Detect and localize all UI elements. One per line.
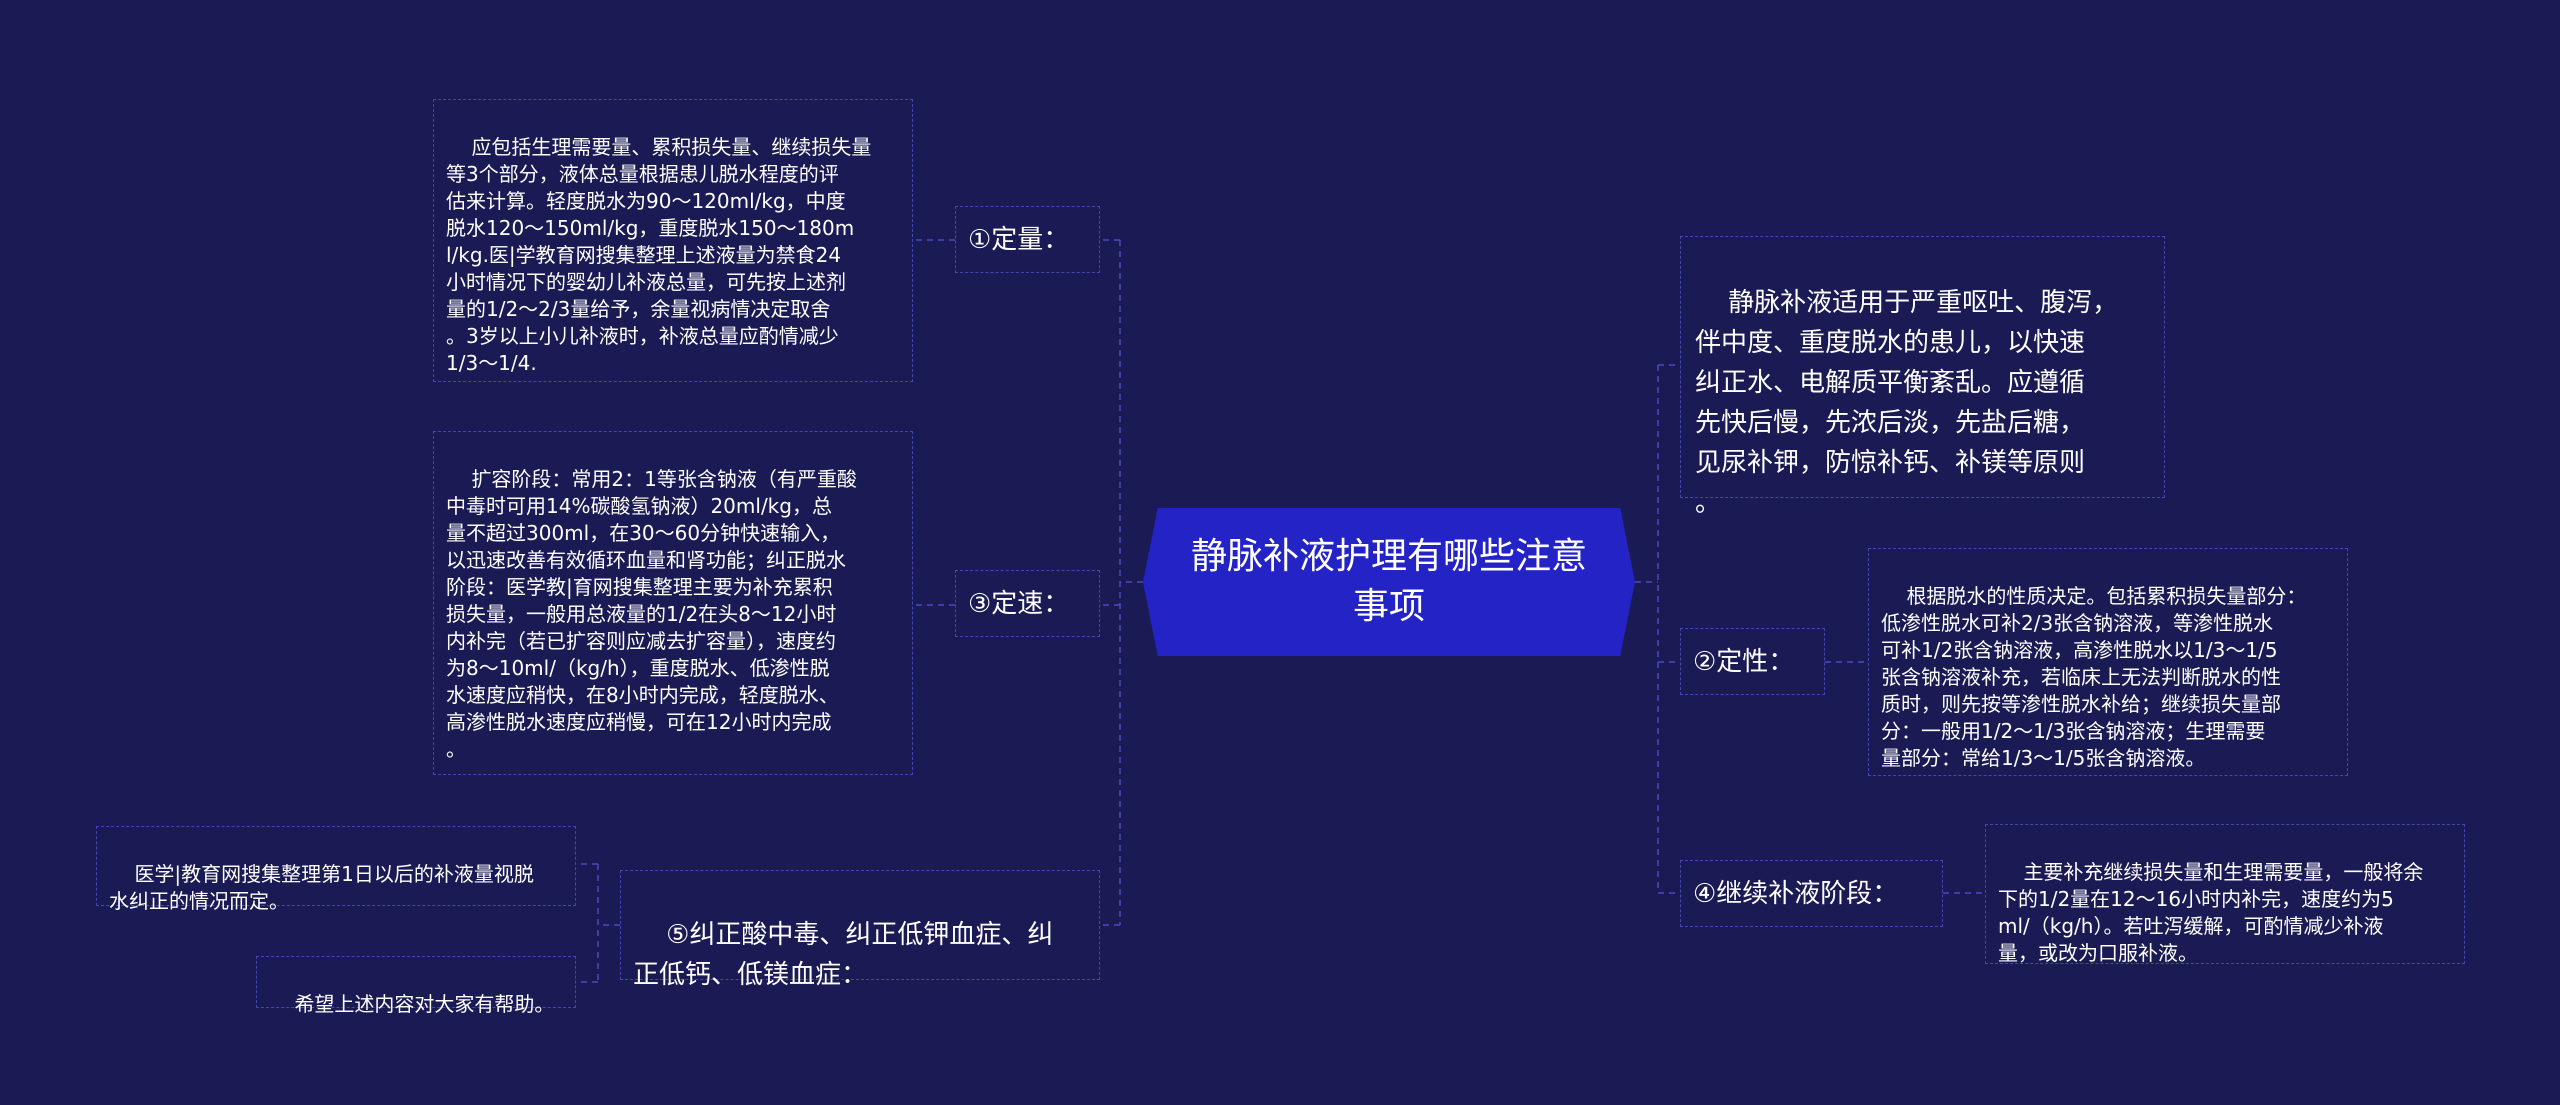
topic-dingliang[interactable]: ①定量： xyxy=(955,206,1100,273)
jixu-detail[interactable]: 主要补充继续损失量和生理需要量，一般将余 下的1/2量在12～16小时内补完，速… xyxy=(1985,824,2465,965)
topic-dingsu-label: ③定速： xyxy=(968,588,1070,619)
topic-dingxing-label: ②定性： xyxy=(1693,646,1795,677)
dingxing-detail-text: 根据脱水的性质决定。包括累积损失量部分： 低渗性脱水可补2/3张含钠溶液，等渗性… xyxy=(1881,584,2307,770)
dingxing-detail[interactable]: 根据脱水的性质决定。包括累积损失量部分： 低渗性脱水可补2/3张含钠溶液，等渗性… xyxy=(1868,548,2348,776)
dingliang-detail-text: 应包括生理需要量、累积损失量、继续损失量 等3个部分，液体总量根据患儿脱水程度的… xyxy=(446,135,872,375)
jixu-detail-text: 主要补充继续损失量和生理需要量，一般将余 下的1/2量在12～16小时内补完，速… xyxy=(1998,860,2424,965)
topic-jiuzheng-label: ⑤纠正酸中毒、纠正低钾血症、纠 正低钙、低镁血症： xyxy=(633,920,1054,990)
dingsu-detail[interactable]: 扩容阶段：常用2：1等张含钠液（有严重酸 中毒时可用14%碳酸氢钠液）20ml/… xyxy=(433,431,913,775)
jiuzheng-detail-2[interactable]: 希望上述内容对大家有帮助。 xyxy=(256,956,576,1016)
jiuzheng-detail-2-text: 希望上述内容对大家有帮助。 xyxy=(294,992,555,1016)
topic-dingsu[interactable]: ③定速： xyxy=(955,570,1100,637)
topic-jiuzheng[interactable]: ⑤纠正酸中毒、纠正低钾血症、纠 正低钙、低镁血症： xyxy=(620,870,1100,990)
topic-jixu-label: ④继续补液阶段： xyxy=(1693,878,1899,909)
topic-dingliang-label: ①定量： xyxy=(968,224,1070,255)
intro-summary-text: 静脉补液适用于严重呕吐、腹泻， 伴中度、重度脱水的患儿，以快速 纠正水、电解质平… xyxy=(1695,288,2119,518)
intro-summary[interactable]: 静脉补液适用于严重呕吐、腹泻， 伴中度、重度脱水的患儿，以快速 纠正水、电解质平… xyxy=(1680,236,2165,518)
dingliang-detail[interactable]: 应包括生理需要量、累积损失量、继续损失量 等3个部分，液体总量根据患儿脱水程度的… xyxy=(433,99,913,382)
jiuzheng-detail-1[interactable]: 医学|教育网搜集整理第1日以后的补液量视脱 水纠正的情况而定。 xyxy=(96,826,576,913)
dingsu-detail-text: 扩容阶段：常用2：1等张含钠液（有严重酸 中毒时可用14%碳酸氢钠液）20ml/… xyxy=(446,467,857,761)
jiuzheng-detail-1-text: 医学|教育网搜集整理第1日以后的补液量视脱 水纠正的情况而定。 xyxy=(109,862,534,913)
topic-dingxing[interactable]: ②定性： xyxy=(1680,628,1825,695)
topic-jixu[interactable]: ④继续补液阶段： xyxy=(1680,860,1943,927)
central-topic-text: 静脉补液护理有哪些注意 事项 xyxy=(1190,536,1587,627)
central-topic[interactable]: 静脉补液护理有哪些注意 事项 xyxy=(1143,508,1635,656)
